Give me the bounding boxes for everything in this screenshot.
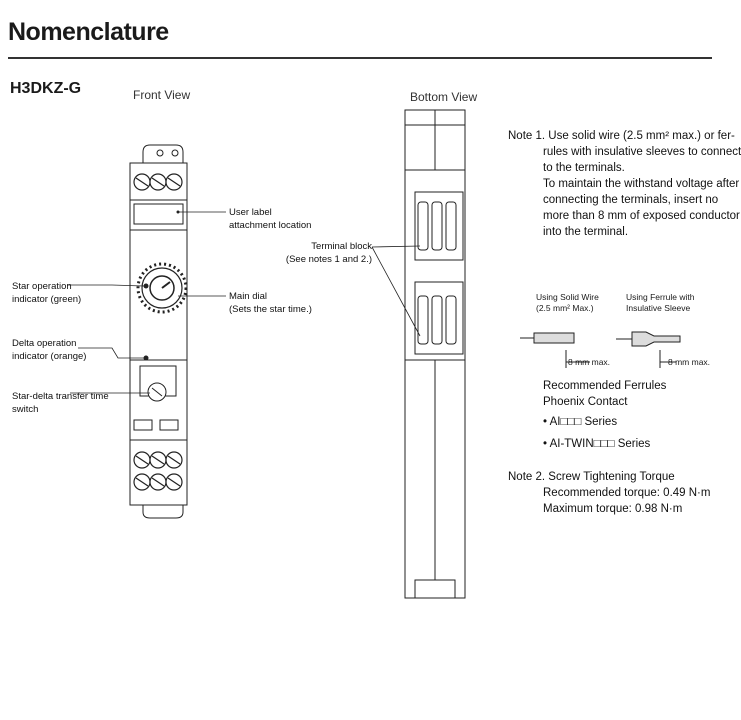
front-view-drawing [68,144,226,519]
front-body [129,162,188,506]
solid-wire-diagram [520,332,590,368]
title-rule [8,57,712,59]
note-2: Note 2. Screw Tightening Torque Recommen… [508,471,711,515]
front-leader-lines [68,211,226,394]
transfer-switch-graphic [133,365,179,431]
bottom-view-title: Bottom View [410,90,478,104]
front-bottom-tab [142,505,184,519]
page-title: Nomenclature [8,18,169,46]
front-top-tab [142,144,184,163]
user-label-location-label: User label attachment location [229,207,312,231]
front-view-title: Front View [133,88,191,102]
ferrule-diagram [616,331,681,368]
star-indicator-led [143,283,149,289]
terminal-block-top [414,191,464,261]
bottom-view-drawing [371,109,681,599]
main-dial-graphic [136,262,188,314]
star-operation-indicator-label: Star operation indicator (green) [12,281,82,305]
terminal-slots-top [417,201,457,251]
terminal-block-label: Terminal block (See notes 1 and 2.) [285,241,372,265]
terminal-block-leaders [371,245,421,337]
model-name: H3DKZ-G [10,80,82,97]
recommended-ferrules: Recommended Ferrules Phoenix Contact • A… [543,380,667,450]
terminal-slots-bottom [417,295,457,345]
solid-wire-dimension: 8 mm max. [568,357,611,367]
main-dial-label: Main dial (Sets the star time.) [229,291,312,315]
terminal-block-bottom [414,281,464,355]
front-top-hole [156,149,164,157]
delta-operation-indicator-label: Delta operation indicator (orange) [12,338,87,362]
front-bottom-terminals [133,451,183,491]
ferrule-dimension: 8 mm max. [668,357,711,367]
note-1: Note 1. Use solid wire (2.5 mm² max.) or… [508,130,741,238]
delta-indicator-led [143,355,149,361]
transfer-time-switch-label: Star-delta transfer time switch [12,391,109,415]
solid-wire-caption: Using Solid Wire (2.5 mm² Max.) [536,292,599,313]
front-top-terminals [133,173,183,191]
ferrule-caption: Using Ferrule with Insulative Sleeve [626,292,695,313]
